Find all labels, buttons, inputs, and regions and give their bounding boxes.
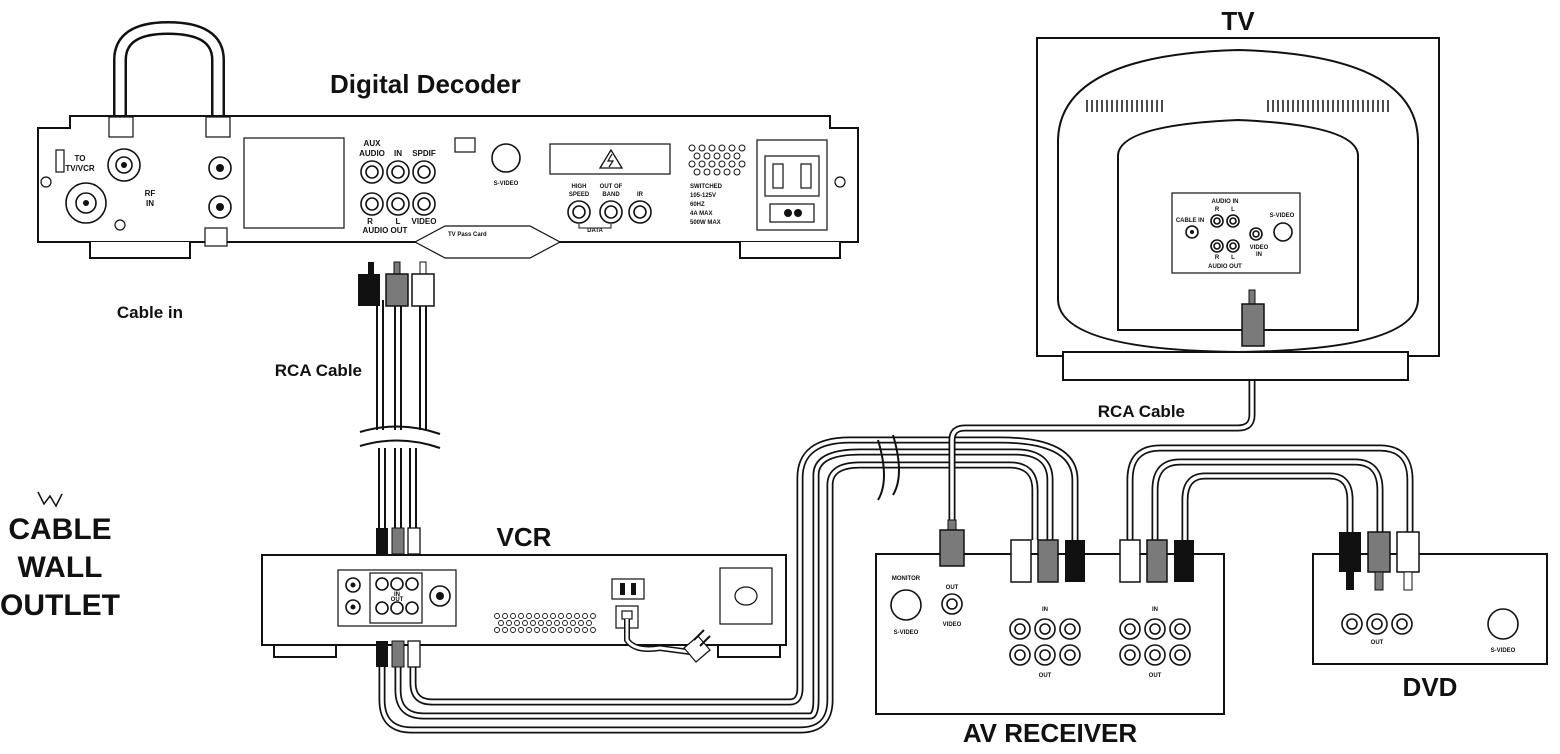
receiver-label-in-1: IN xyxy=(1042,607,1048,613)
receiver-label-out-1: OUT xyxy=(1039,673,1052,679)
label-tv-pass-card: TV Pass Card xyxy=(448,232,487,238)
title-av-receiver: AV RECEIVER xyxy=(963,718,1138,748)
wall-outlet-line-2: WALL xyxy=(18,551,103,584)
decoder-rca-plugs xyxy=(358,261,435,307)
label-ir: IR xyxy=(637,192,644,198)
receiver-label-video: VIDEO xyxy=(943,622,962,628)
label-band: BAND xyxy=(602,192,620,198)
label-out-of: OUT OF xyxy=(600,184,623,190)
tv-label-r-out: R xyxy=(1215,255,1220,261)
receiver-label-s-video: S-VIDEO xyxy=(894,630,919,636)
vcr-label-out: OUT xyxy=(391,597,404,603)
label-aux: AUX xyxy=(364,139,382,148)
wall-outlet-line-1: CABLE xyxy=(8,513,111,546)
warning-icon xyxy=(598,148,624,169)
rca-cable-vcr-to-receiver xyxy=(378,434,1079,734)
data-jacks xyxy=(567,200,652,224)
spec-amp: 4A MAX xyxy=(690,211,712,217)
label-data: DATA xyxy=(587,228,603,234)
rca-cable-tv-to-receiver xyxy=(948,345,1256,530)
vcr-vent-grid xyxy=(494,613,596,633)
wall-outlet-line-3: OUTLET xyxy=(0,589,120,622)
title-vcr: VCR xyxy=(497,522,552,552)
tv-label-video: VIDEO xyxy=(1250,245,1269,251)
title-dvd: DVD xyxy=(1403,672,1458,702)
vcr-out-plugs xyxy=(376,640,421,668)
spec-switched: SWITCHED xyxy=(690,184,723,190)
tv-label-s-video: S-VIDEO xyxy=(1270,213,1295,219)
dvd-label-out: OUT xyxy=(1371,640,1384,646)
receiver-plugs xyxy=(939,519,1194,583)
receiver-jack-group-2 xyxy=(1119,618,1191,666)
tv-label-r: R xyxy=(1215,207,1220,213)
vcr-ac-outlet xyxy=(611,578,645,600)
dvd-label-s-video: S-VIDEO xyxy=(1491,648,1516,654)
tv-label-cable-in: CABLE IN xyxy=(1176,218,1204,224)
title-digital-decoder: Digital Decoder xyxy=(330,69,521,99)
receiver-label-in-2: IN xyxy=(1152,607,1158,613)
receiver-label-monitor: MONITOR xyxy=(892,576,921,582)
label-cable-in: Cable in xyxy=(117,303,183,322)
digital-decoder: TO TV/VCR RF IN AUX AUDIO IN SPDIF R L V… xyxy=(37,115,859,259)
label-speed: SPEED xyxy=(569,192,590,198)
vcr: IN OUT xyxy=(261,554,787,663)
tv-pass-card-slot xyxy=(413,225,562,259)
tv-vents-right xyxy=(1267,100,1389,112)
dvd-plugs xyxy=(1339,531,1420,591)
label-r: R xyxy=(367,217,373,226)
label-in: IN xyxy=(394,149,402,158)
label-rf: RF xyxy=(145,189,156,198)
rca-cable-receiver-to-dvd xyxy=(1126,444,1414,540)
tv-label-l-out: L xyxy=(1231,255,1235,261)
label-s-video: S-VIDEO xyxy=(494,181,519,187)
label-tv-vcr: TV/VCR xyxy=(65,164,95,173)
tv: AUDIO IN R L CABLE IN S-VIDEO VIDEO IN R… xyxy=(1036,37,1440,381)
vent-grid xyxy=(688,144,746,176)
tv-label-l: L xyxy=(1231,207,1235,213)
label-high: HIGH xyxy=(572,184,587,190)
coax-cable-in xyxy=(37,245,219,508)
vcr-label-in: IN xyxy=(394,592,400,598)
spec-voltage: 105-125V xyxy=(690,193,716,199)
label-rca-cable-left: RCA Cable xyxy=(275,361,362,380)
vcr-in-plugs xyxy=(376,527,421,555)
label-spdif: SPDIF xyxy=(412,149,436,158)
label-to: TO xyxy=(75,154,86,163)
dvd-out-jacks xyxy=(1341,613,1413,635)
power-outlet xyxy=(756,139,828,231)
aux-audio-jacks xyxy=(360,160,436,216)
label-rf-in: IN xyxy=(146,199,154,208)
coax-loop-cable xyxy=(113,20,225,115)
label-rca-cable-right: RCA Cable xyxy=(1098,402,1185,421)
spec-watt: 500W MAX xyxy=(690,220,721,226)
s-video-jack xyxy=(491,143,521,173)
label-aux-audio: AUDIO xyxy=(359,149,385,158)
receiver-s-video-jack xyxy=(890,589,922,621)
tv-label-audio-in: AUDIO IN xyxy=(1212,199,1239,205)
tv-label-video-in: IN xyxy=(1256,252,1262,258)
label-audio-out: AUDIO OUT xyxy=(363,226,408,235)
title-tv: TV xyxy=(1221,6,1255,36)
dvd-s-video-jack xyxy=(1487,608,1519,640)
label-video: VIDEO xyxy=(412,217,437,226)
receiver-jack-group-1 xyxy=(1009,618,1081,666)
rca-cable-decoder-to-vcr xyxy=(359,300,441,528)
tv-label-audio-out: AUDIO OUT xyxy=(1208,264,1242,270)
receiver-label-out-2: OUT xyxy=(1149,673,1162,679)
label-l: L xyxy=(396,217,401,226)
spec-freq: 60HZ xyxy=(690,202,705,208)
tv-vents-left xyxy=(1086,100,1163,112)
receiver-label-out: OUT xyxy=(946,585,959,591)
